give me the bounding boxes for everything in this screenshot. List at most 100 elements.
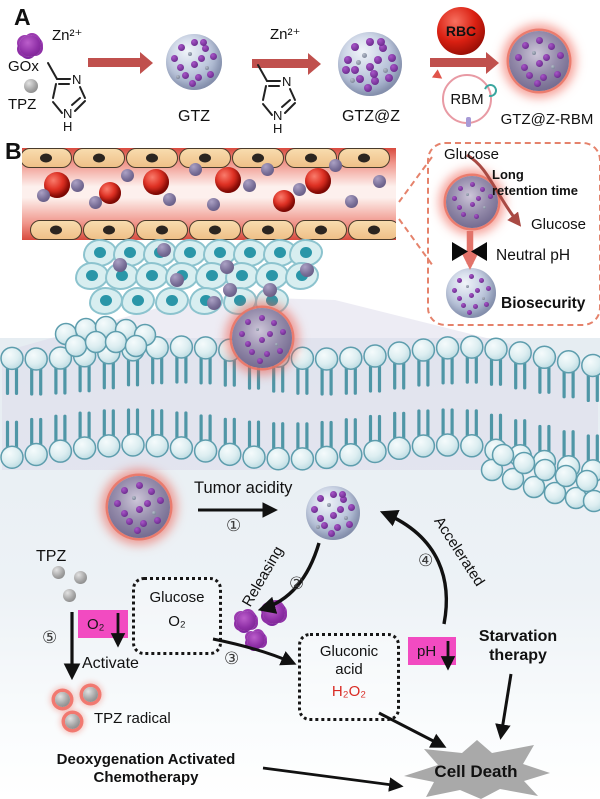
cargo-dot: [553, 70, 561, 78]
cargo-dot: [483, 301, 489, 307]
tumor-cell: [75, 262, 109, 290]
gtz-in-box: [446, 268, 496, 318]
cargo-dot: [468, 273, 474, 279]
cargo-dot: [390, 63, 399, 72]
cargo-dot: [543, 53, 551, 61]
nanoparticle-icon: [71, 179, 84, 192]
cargo-dot: [340, 496, 348, 503]
tumor-cell: [255, 262, 289, 290]
cargo-dot: [207, 70, 215, 78]
cargo-dot: [177, 43, 185, 51]
nitrogen-label: N: [273, 108, 282, 123]
nanoparticle-icon: [207, 296, 221, 310]
nanoparticle-icon: [373, 175, 386, 188]
cargo-dot: [451, 196, 457, 202]
cargo-dot: [329, 491, 337, 499]
cargo-dot: [181, 71, 189, 79]
cell-death-label: Cell Death: [434, 762, 518, 781]
cargo-dot: [551, 65, 556, 69]
cargo-dot: [333, 524, 341, 532]
nitrogen-label: N: [63, 106, 72, 121]
cargo-dot: [205, 65, 210, 70]
gtz-z-rbm-label: GTZ@Z-RBM: [500, 111, 594, 128]
cargo-dot: [481, 296, 485, 300]
cargo-dot: [362, 52, 368, 58]
red-blood-cell-icon: [215, 167, 241, 193]
endothelial-cell: [338, 148, 390, 168]
cargo-dot: [468, 292, 474, 298]
red-blood-cell-icon: [99, 182, 121, 204]
cargo-dot: [271, 320, 277, 326]
gtz-z-rbm-nanoparticle: [509, 31, 569, 91]
nanoparticle-icon: [170, 273, 184, 287]
deoxy-line2: Chemotherapy: [93, 769, 199, 786]
tpz-drug-icon: [52, 566, 65, 579]
red-blood-cell-icon: [143, 169, 169, 195]
red-blood-cell-icon: [305, 168, 331, 194]
cargo-dot: [190, 60, 198, 68]
cargo-dot: [320, 522, 328, 530]
cargo-dot: [255, 328, 259, 332]
nanoparticle-on-membrane: [232, 308, 292, 368]
cargo-dot: [521, 63, 529, 71]
cargo-dot: [249, 349, 256, 356]
cargo-dot: [351, 43, 360, 52]
cargo-dot: [316, 514, 324, 522]
zn-ion-label-2: Zn²⁺: [270, 26, 301, 43]
tpz-radical-icon: [55, 692, 70, 707]
cargo-dot: [344, 56, 353, 65]
step-3-badge: ③: [224, 649, 240, 668]
cargo-dot: [121, 487, 129, 495]
nanoparticle-icon: [113, 258, 127, 272]
cargo-dot: [345, 521, 353, 529]
nanoparticle-icon: [345, 195, 358, 208]
cargo-dot: [476, 196, 482, 202]
cargo-dot: [457, 204, 463, 210]
ph-label: pH: [417, 642, 437, 660]
step-5-badge: ⑤: [42, 628, 58, 647]
cargo-dot: [338, 491, 346, 499]
released-gox-icon: [247, 631, 265, 649]
nanoparticle-icon: [263, 283, 277, 297]
cargo-dot: [382, 67, 388, 73]
biosecurity-label: Biosecurity: [501, 295, 586, 312]
gluconic-acid-box: Gluconic acid H₂O₂: [298, 633, 400, 721]
tpz-drug-icon: [63, 589, 76, 602]
nanoparticle-icon: [220, 260, 234, 274]
gluconic-line2: acid: [335, 661, 363, 679]
cargo-dot: [479, 186, 485, 192]
cargo-dot: [532, 50, 537, 55]
cargo-dot: [311, 506, 319, 514]
gtz-z-label: GTZ@Z: [341, 108, 400, 125]
tumor-tissue: [75, 239, 323, 315]
cargo-dot: [466, 193, 470, 197]
cargo-dot: [535, 37, 543, 45]
cargo-dot: [457, 277, 462, 283]
cargo-dot: [329, 511, 337, 519]
reaction-arrow-2: [252, 52, 321, 75]
nanoparticle-icon: [293, 183, 306, 196]
gtz-z-nanoparticle: [338, 32, 402, 96]
cargo-dot: [259, 314, 265, 321]
activate-label: Activate: [82, 655, 139, 672]
cargo-dot: [540, 73, 548, 81]
nanoparticle-icon: [261, 163, 274, 176]
cargo-dot: [277, 348, 283, 355]
glucose-o2-box: Glucose O₂: [132, 577, 222, 655]
endothelial-cell: [348, 220, 396, 240]
nanoparticle-icon: [207, 198, 220, 211]
endothelial-cell: [22, 148, 72, 168]
rbc-icon: RBC: [437, 7, 485, 55]
tpz-radical-icon: [83, 687, 98, 702]
ph-drop-box: pH: [408, 637, 456, 665]
endothelial-cell: [136, 220, 188, 240]
hydrogen-label: H: [63, 119, 72, 132]
cargo-dot: [478, 278, 484, 283]
cargo-dot: [259, 337, 265, 344]
cargo-dot: [355, 59, 361, 65]
gtz-nanoparticle: [166, 34, 222, 90]
nanoparticle-icon: [37, 189, 50, 202]
cargo-dot: [350, 66, 359, 75]
h2o2-label: H₂O₂: [331, 682, 367, 700]
